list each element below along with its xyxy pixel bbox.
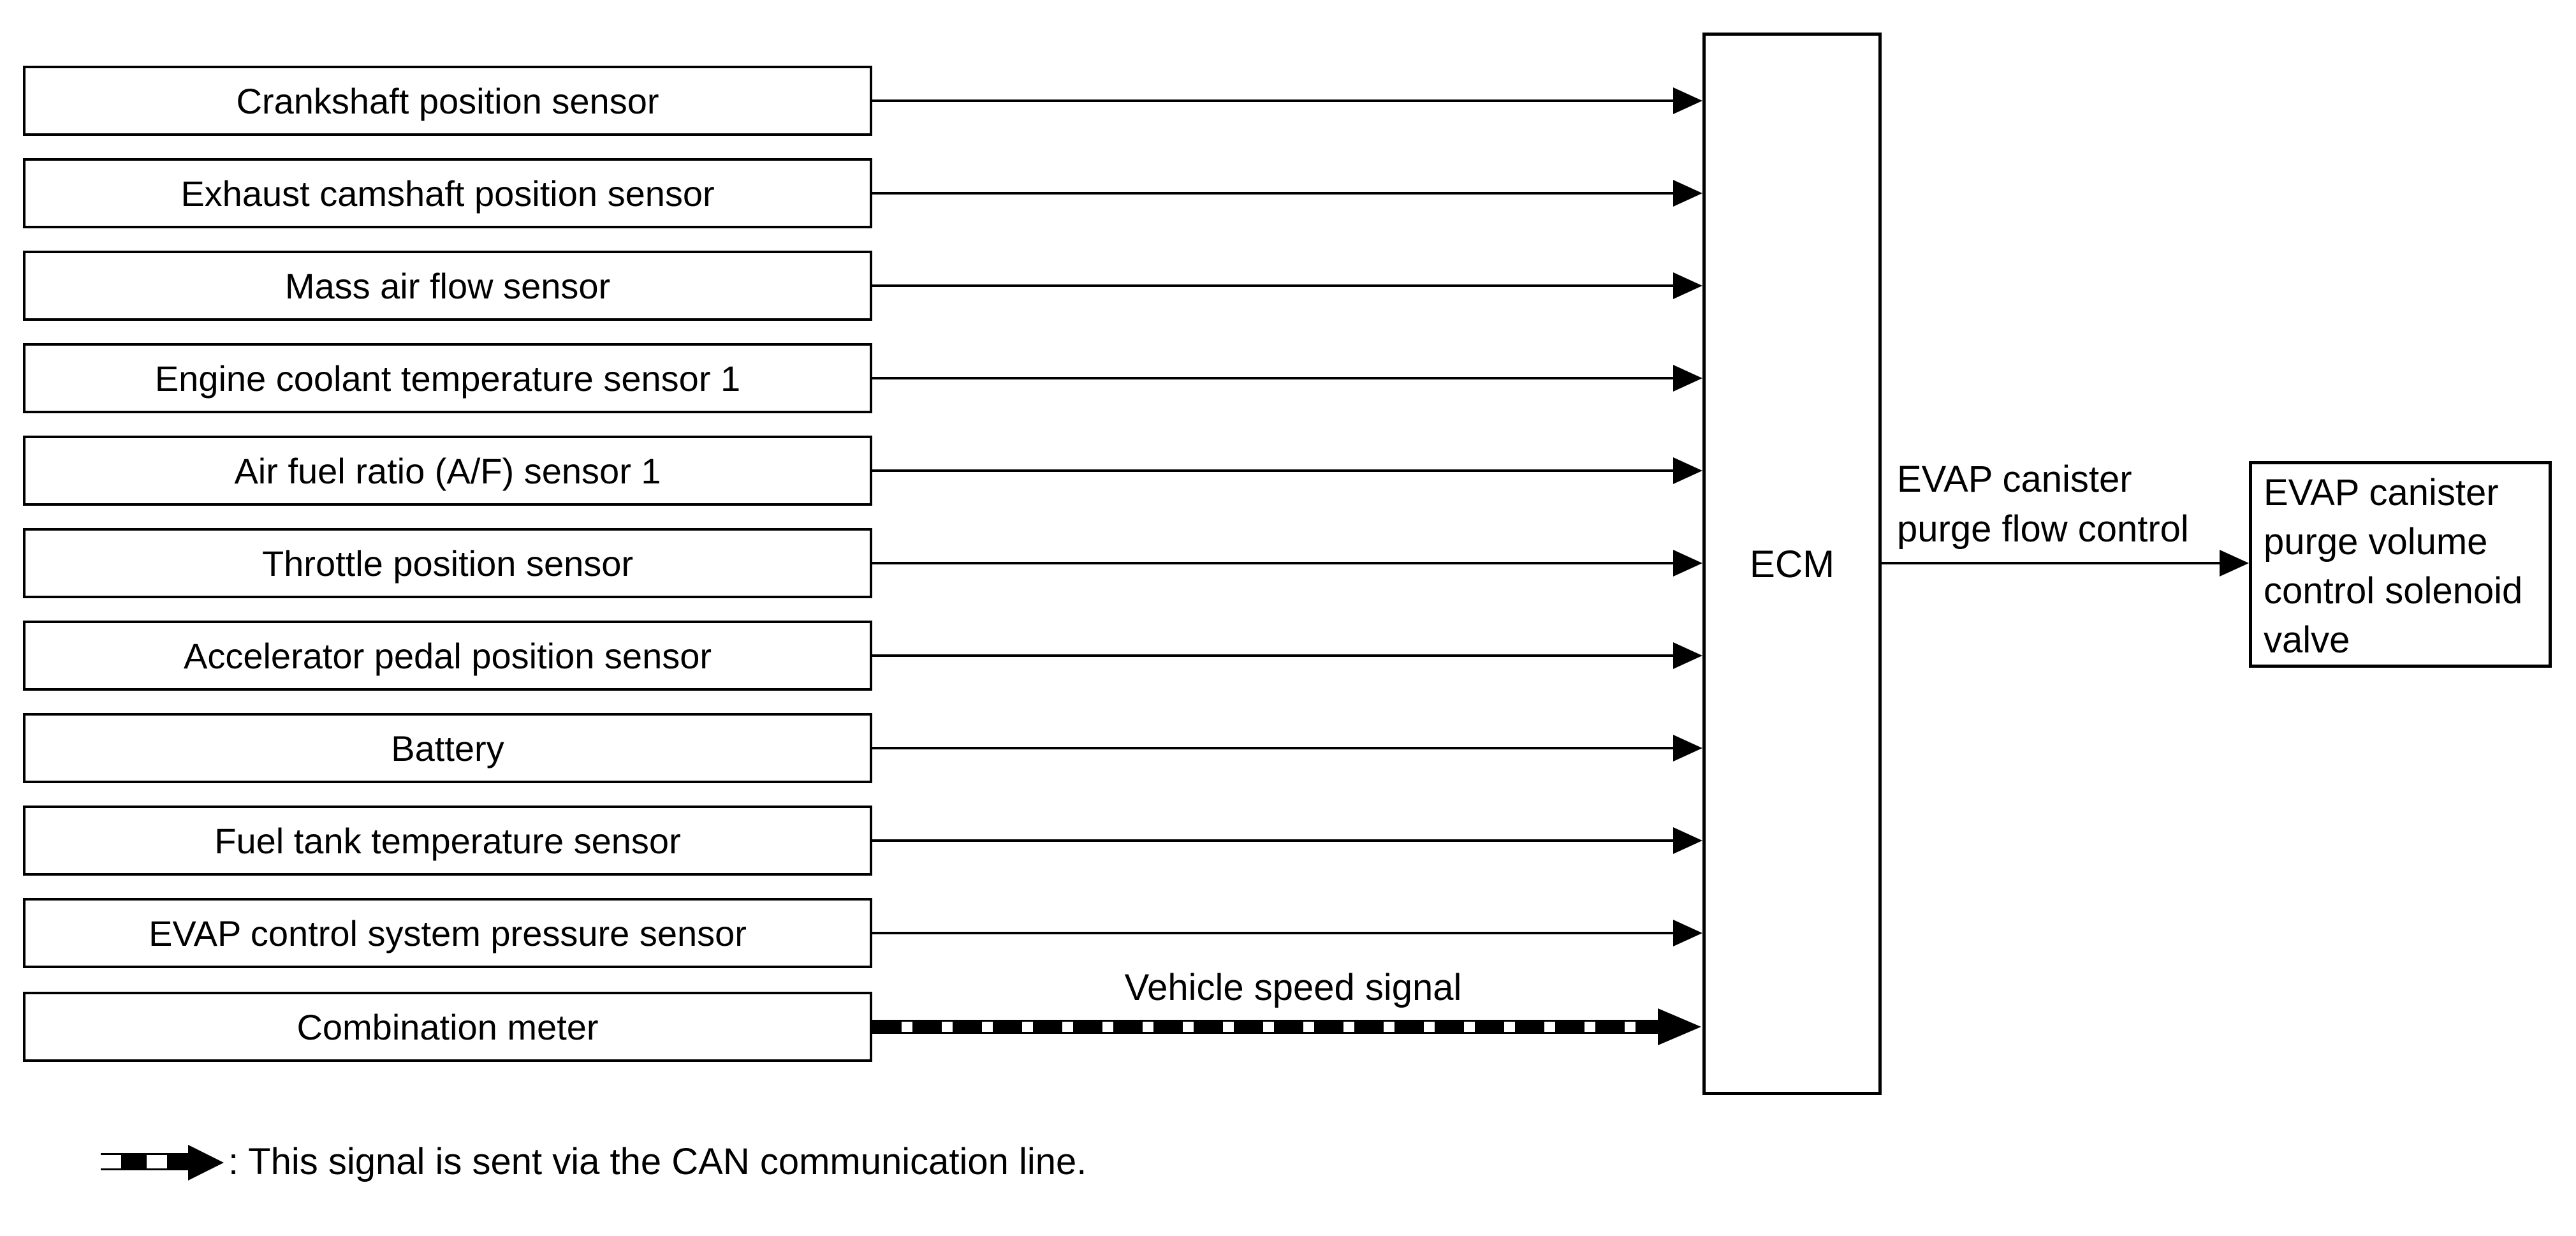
signal-line-crankshaft — [872, 99, 1674, 102]
input-box-label: EVAP control system pressure sensor — [149, 913, 747, 953]
input-box-air-fuel-ratio-sensor-1: Air fuel ratio (A/F) sensor 1 — [23, 436, 872, 506]
purge-volume-control-solenoid-valve-box: EVAP canister purge volume control solen… — [2249, 461, 2552, 668]
input-box-label: Battery — [391, 728, 504, 769]
signal-line-maf — [872, 284, 1674, 287]
can-dashed-line — [872, 1020, 1658, 1034]
arrowhead-icon — [1673, 827, 1702, 854]
input-box-fuel-tank-temp-sensor: Fuel tank temperature sensor — [23, 806, 872, 876]
input-box-label: Fuel tank temperature sensor — [214, 820, 681, 861]
vehicle-speed-signal-label: Vehicle speed signal — [1124, 967, 1462, 1008]
input-box-label: Accelerator pedal position sensor — [183, 635, 712, 676]
input-box-label: Exhaust camshaft position sensor — [180, 173, 715, 214]
input-box-label: Throttle position sensor — [261, 543, 634, 584]
arrowhead-icon — [1673, 272, 1702, 299]
input-box-evap-pressure-sensor: EVAP control system pressure sensor — [23, 898, 872, 968]
input-box-battery: Battery — [23, 713, 872, 783]
purge-flow-control-label-line1: EVAP canister — [1897, 459, 2132, 500]
ecm-label: ECM — [1749, 542, 1835, 585]
signal-line-accel-pedal — [872, 654, 1674, 657]
ecm-box: ECM — [1702, 33, 1882, 1095]
legend-can-arrowhead-icon — [188, 1145, 224, 1181]
purge-control-line — [1882, 562, 2220, 564]
input-box-label: Combination meter — [296, 1006, 599, 1047]
signal-line-throttle — [872, 562, 1674, 564]
signal-line-battery — [872, 747, 1674, 749]
arrowhead-icon — [1673, 87, 1702, 114]
input-box-label: Air fuel ratio (A/F) sensor 1 — [234, 450, 661, 491]
signal-line-af-sensor — [872, 469, 1674, 472]
input-box-exhaust-camshaft-position-sensor: Exhaust camshaft position sensor — [23, 158, 872, 228]
valve-box-line1: EVAP canister — [2264, 472, 2499, 513]
signal-line-fuel-tank — [872, 839, 1674, 842]
arrowhead-icon — [1673, 642, 1702, 669]
input-box-label: Crankshaft position sensor — [236, 80, 659, 121]
valve-box-line4: valve — [2264, 619, 2350, 661]
input-box-engine-coolant-temp-sensor-1: Engine coolant temperature sensor 1 — [23, 343, 872, 413]
valve-box-line2: purge volume — [2264, 521, 2488, 563]
input-box-label: Engine coolant temperature sensor 1 — [154, 358, 741, 399]
input-box-crankshaft-position-sensor: Crankshaft position sensor — [23, 66, 872, 136]
signal-line-ect — [872, 377, 1674, 379]
arrowhead-icon — [1673, 457, 1702, 484]
arrowhead-icon — [1673, 365, 1702, 392]
input-box-throttle-position-sensor: Throttle position sensor — [23, 528, 872, 598]
purge-flow-control-label-line2: purge flow control — [1897, 508, 2189, 550]
signal-line-camshaft — [872, 192, 1674, 195]
arrowhead-icon — [1673, 180, 1702, 207]
legend-can-dashed-line — [101, 1153, 188, 1170]
can-arrowhead-icon — [1658, 1008, 1701, 1045]
legend-text: : This signal is sent via the CAN commun… — [228, 1141, 1087, 1182]
arrowhead-icon — [1673, 735, 1702, 761]
input-box-mass-air-flow-sensor: Mass air flow sensor — [23, 251, 872, 321]
input-box-label: Mass air flow sensor — [284, 265, 611, 306]
signal-line-evap-press — [872, 932, 1674, 934]
purge-flow-control-label: EVAP canister purge flow control — [1897, 455, 2189, 554]
input-box-combination-meter: Combination meter — [23, 992, 872, 1062]
valve-box-line3: control solenoid — [2264, 570, 2523, 612]
arrowhead-icon — [2220, 550, 2249, 577]
arrowhead-icon — [1673, 550, 1702, 577]
input-box-accelerator-pedal-position-sensor: Accelerator pedal position sensor — [23, 621, 872, 691]
arrowhead-icon — [1673, 920, 1702, 946]
